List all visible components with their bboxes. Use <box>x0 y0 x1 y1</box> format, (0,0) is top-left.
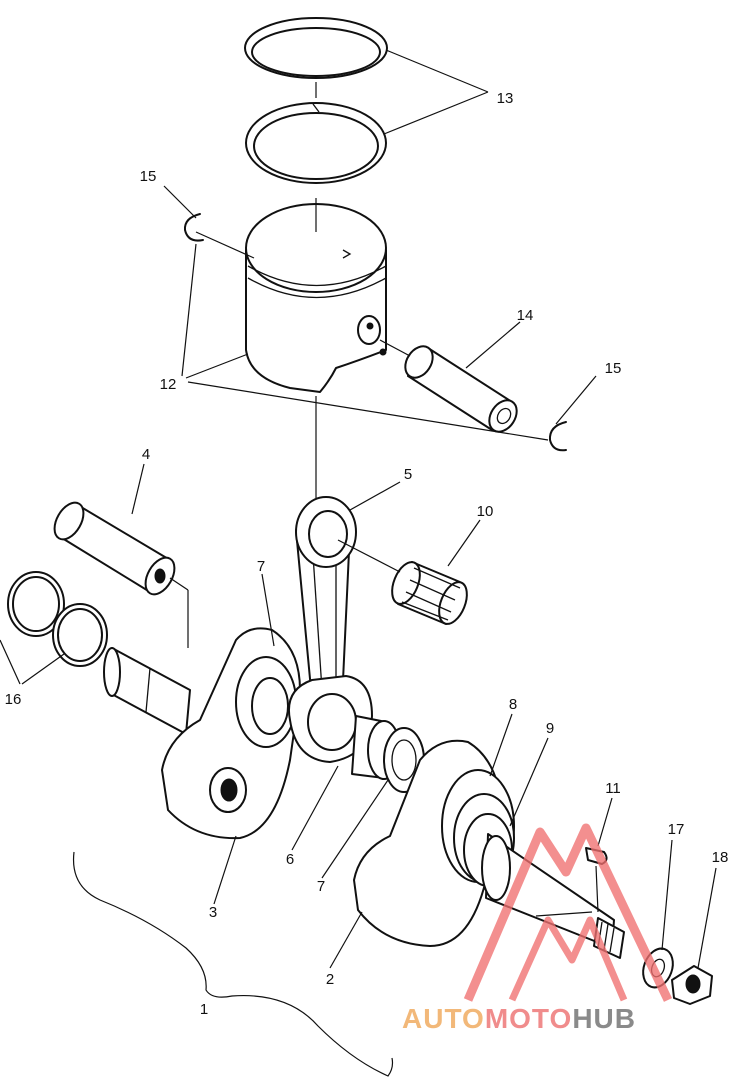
callout-6: 6 <box>286 851 294 868</box>
watermark-part-hub: HUB <box>572 1003 636 1034</box>
callout-12: 12 <box>160 376 177 393</box>
callout-labels: 13 15 12 14 15 4 5 10 7 16 8 9 11 17 18 … <box>5 90 729 1018</box>
connecting-rod <box>288 496 373 763</box>
watermark-part-moto: MOTO <box>485 1003 572 1034</box>
callout-15-right: 15 <box>605 360 622 377</box>
circlip-right <box>548 421 567 452</box>
assembly-brace <box>72 851 394 1077</box>
callout-5: 5 <box>404 466 412 483</box>
callout-10: 10 <box>477 503 494 520</box>
callout-14: 14 <box>517 307 534 324</box>
callout-4: 4 <box>142 446 150 463</box>
crank-pin <box>53 501 176 596</box>
logo-triangle-inner <box>508 916 628 1002</box>
piston-ring-lower <box>245 102 387 184</box>
callout-13: 13 <box>497 90 514 107</box>
callout-7-lower: 7 <box>317 878 325 895</box>
leader-lines <box>0 49 717 969</box>
watermark-part-auto: AUTO <box>402 1003 485 1034</box>
callout-2: 2 <box>326 971 334 988</box>
callout-9: 9 <box>546 720 554 737</box>
piston <box>245 203 387 393</box>
callout-11: 11 <box>605 780 621 797</box>
watermark-text: AUTOMOTOHUB <box>402 1003 636 1034</box>
callout-16: 16 <box>5 691 22 708</box>
watermark-logo <box>463 823 673 1002</box>
callout-3: 3 <box>209 904 217 921</box>
callout-15-left: 15 <box>140 168 157 185</box>
thrust-washers <box>7 571 108 667</box>
nut <box>671 965 713 1005</box>
crankshaft-right-half <box>353 739 625 959</box>
callout-17: 17 <box>668 821 685 838</box>
piston-pin <box>404 345 518 433</box>
callout-7-upper: 7 <box>257 558 265 575</box>
piston-ring-upper <box>244 17 388 79</box>
callout-8: 8 <box>509 696 517 713</box>
callout-18: 18 <box>712 849 729 866</box>
logo-triangle-outer <box>463 823 673 1002</box>
needle-bearing <box>391 561 468 625</box>
circlip-left <box>183 213 204 242</box>
alignment-lines <box>169 82 593 917</box>
callout-1: 1 <box>200 1001 208 1018</box>
crankshaft-left-half <box>103 627 301 840</box>
